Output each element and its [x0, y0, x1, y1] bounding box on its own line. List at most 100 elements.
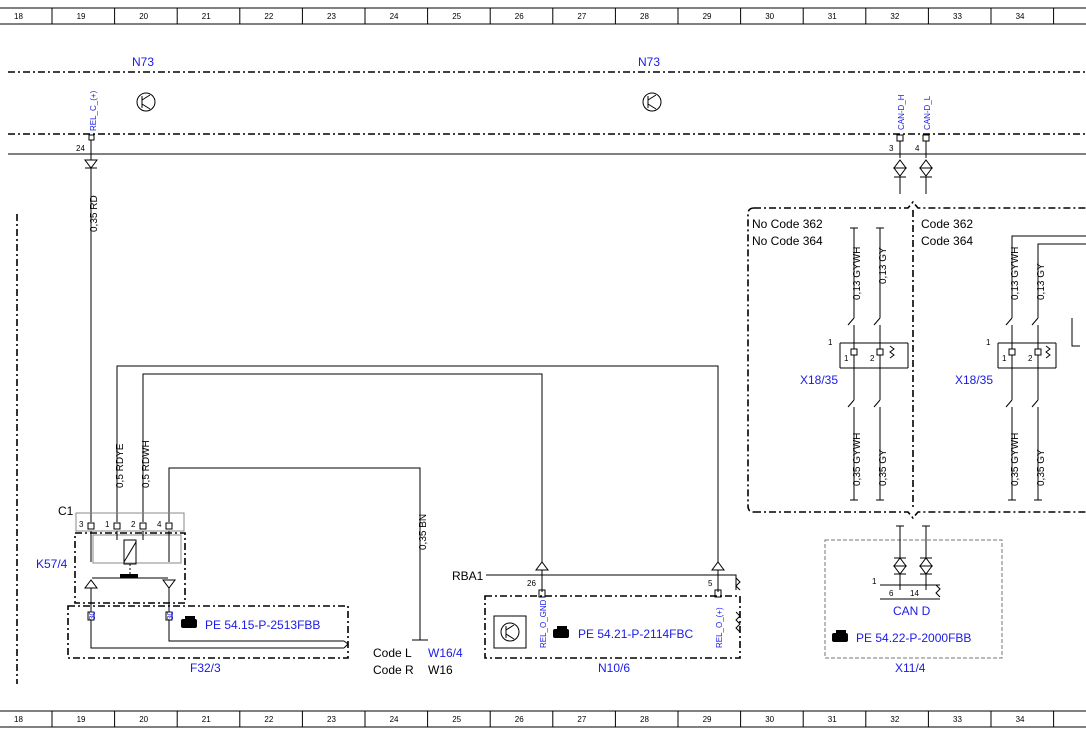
- connector-arrow-icon: [919, 159, 933, 177]
- ruler-bottom-label-26: 26: [515, 715, 524, 724]
- connector-arrow-icon: [893, 557, 907, 575]
- ruler-top-label-28: 28: [640, 12, 649, 21]
- code-variant-panel: No Code 362 No Code 364 Code 362 Code 36…: [747, 200, 1086, 520]
- f32-3-fuse[interactable]: 30 30 F32/3: [67, 605, 349, 675]
- ruler-bottom-label-32: 32: [890, 715, 899, 724]
- pin-30b-label: 30: [166, 611, 175, 620]
- wire-label-013gywh-b: 0,13 GYWH: [1010, 247, 1021, 300]
- c1-pin-number: 2: [131, 520, 136, 529]
- ruler-bottom-label-28: 28: [640, 715, 649, 724]
- can-l-label: CAN-D_L: [923, 95, 932, 130]
- ruler-bottom-label-27: 27: [577, 715, 586, 724]
- ruler-bottom-label-22: 22: [264, 715, 273, 724]
- ruler-top-label-27: 27: [577, 12, 586, 21]
- ruler-top-label-32: 32: [890, 12, 899, 21]
- x18-35-label-a[interactable]: X18/35: [800, 373, 838, 387]
- rba1-bar: RBA1 26 5: [452, 561, 741, 592]
- rel-o-gnd-num: 26: [527, 579, 536, 588]
- w16-label: W16: [428, 663, 453, 677]
- code-lr: Code L Code R W16/4 W16: [373, 646, 463, 677]
- rel-c-pin[interactable]: REL_C_(+) 24: [76, 90, 98, 169]
- c1-pin: [165, 522, 173, 530]
- x18-pin1-a: 1: [828, 338, 833, 347]
- can-d-label: CAN D: [893, 604, 931, 618]
- ruler-top-label-31: 31: [828, 12, 837, 21]
- x11-4-label: X11/4: [895, 661, 926, 675]
- ref-x11-text: PE 54.22-P-2000FBB: [856, 631, 971, 645]
- ruler-top-label-24: 24: [390, 12, 399, 21]
- n73-label-right: N73: [638, 55, 660, 69]
- x18-pin1-b: 1: [986, 338, 991, 347]
- code-r-label: Code R: [373, 663, 414, 677]
- rel-o-gnd-label: REL_O_GND: [539, 599, 548, 648]
- c1-pin: [87, 522, 95, 530]
- can-l-num: 4: [915, 144, 920, 153]
- c1-pin: [113, 522, 121, 530]
- ruler-top-label-29: 29: [703, 12, 712, 21]
- n73-module: N73 N73: [8, 55, 1086, 155]
- ruler-bottom-label-34: 34: [1016, 715, 1025, 724]
- ref-f32-text: PE 54.15-P-2513FBB: [205, 618, 320, 632]
- ruler-top-label-19: 19: [77, 12, 86, 21]
- f32-3-label: F32/3: [190, 661, 221, 675]
- ruler-top-label-26: 26: [515, 12, 524, 21]
- connector-arrow-icon: [535, 561, 549, 571]
- ref-n10-link[interactable]: PE 54.21-P-2114FBC: [553, 626, 694, 641]
- transistor-icon: [136, 92, 156, 112]
- c1-pin: [139, 522, 147, 530]
- x18-sub-a-2: 2: [870, 354, 875, 363]
- w16-4-link[interactable]: W16/4: [428, 646, 463, 660]
- pointing-hand-icon: [832, 630, 848, 642]
- connector-arrow-icon: [162, 579, 176, 589]
- c1-pin-number: 3: [79, 520, 84, 529]
- pointing-hand-icon: [553, 626, 569, 638]
- k57-4-relay[interactable]: K57/4: [36, 531, 186, 612]
- c1-pin-number: 1: [105, 520, 110, 529]
- x11-4-connector[interactable]: 1 6 14 CAN D X11/4: [824, 525, 1003, 675]
- connector-arrow-icon: [84, 159, 98, 169]
- rba1-label: RBA1: [452, 569, 484, 583]
- wire-label-035gy-b: 0,35 GY: [1036, 449, 1047, 486]
- x11-sub-6: 6: [889, 589, 894, 598]
- ruler-bottom-label-23: 23: [327, 715, 336, 724]
- ruler-top-label-30: 30: [765, 12, 774, 21]
- x18-sub-b-1: 1: [1002, 354, 1007, 363]
- n10-6-label: N10/6: [598, 661, 630, 675]
- x18-sub-a-1: 1: [844, 354, 849, 363]
- connector-arrow-icon: [84, 579, 98, 589]
- x18-35-label-b[interactable]: X18/35: [955, 373, 993, 387]
- x18-35-variant-b: 0,13 GYWH 0,13 GY 1 1 2 0,35 GYWH 0,35 G…: [955, 235, 1086, 501]
- ruler-top-label-22: 22: [264, 12, 273, 21]
- rel-o-plus-label: REL_O_(+): [715, 607, 724, 648]
- wire-label-05rdye: 0,5 RDYE: [115, 443, 126, 488]
- ruler-top-label-18: 18: [14, 12, 23, 21]
- ref-x11-link[interactable]: PE 54.22-P-2000FBB: [832, 630, 971, 645]
- ruler-top-label-21: 21: [202, 12, 211, 21]
- transistor-icon: [500, 622, 520, 642]
- wire-label-035bn: 0,35 BN: [418, 514, 429, 550]
- n10-6-module[interactable]: REL_O_GND REL_O_(+) N10/6: [484, 589, 741, 675]
- rel-c-pin-number: 24: [76, 144, 85, 153]
- ruler-top-label-25: 25: [452, 12, 461, 21]
- wire-label-035gywh-b: 0,35 GYWH: [1010, 433, 1021, 486]
- code-362: Code 362: [921, 217, 973, 231]
- x11-sub-14: 14: [910, 589, 919, 598]
- code-364: Code 364: [921, 234, 973, 248]
- ruler-bottom-label-33: 33: [953, 715, 962, 724]
- pin-30-label: 30: [88, 611, 97, 620]
- connector-arrow-icon: [919, 557, 933, 575]
- wire-routes: [116, 365, 719, 641]
- wire-label-013gy-b: 0,13 GY: [1036, 263, 1047, 300]
- transistor-icon: [642, 92, 662, 112]
- can-h-pin[interactable]: CAN-D_H 3: [889, 94, 907, 194]
- ruler-bottom-label-30: 30: [765, 715, 774, 724]
- wire-label-013gy-a: 0,13 GY: [878, 247, 889, 284]
- can-l-pin[interactable]: CAN-D_L 4: [915, 95, 933, 194]
- ref-f32-link[interactable]: PE 54.15-P-2513FBB: [181, 616, 320, 632]
- n73-label-left: N73: [132, 55, 154, 69]
- k57-4-label: K57/4: [36, 557, 68, 571]
